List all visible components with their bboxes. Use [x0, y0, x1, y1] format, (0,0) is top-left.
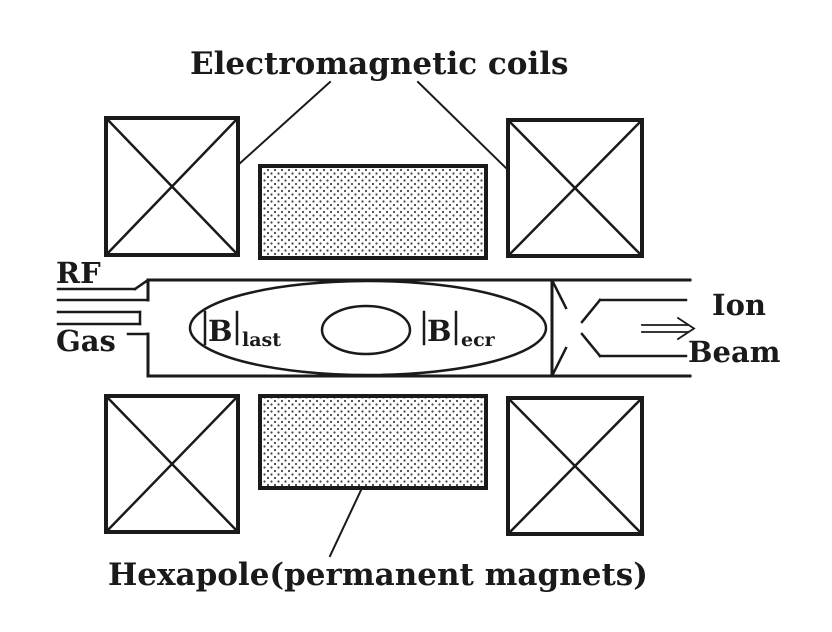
beam-arrow-icon [641, 316, 696, 341]
b-ecr-ellipse [320, 304, 412, 356]
coils-label: Electromagnetic coils [190, 46, 568, 82]
coil-bottom-left [104, 394, 240, 534]
extraction-aperture [550, 278, 568, 378]
gas-label: Gas [56, 324, 116, 358]
gas-inlet [56, 310, 150, 336]
coils-leader-right [416, 80, 510, 172]
b-last-symbol: B [208, 314, 233, 348]
b-last-ellipse [188, 279, 548, 377]
rf-label: RF [56, 256, 101, 290]
beam-label: Beam [688, 335, 781, 369]
coil-top-right [506, 118, 644, 258]
b-ecr-symbol: B [427, 314, 452, 348]
coil-bottom-right [506, 396, 644, 536]
rf-waveguide [56, 278, 150, 302]
hexapole-label: Hexapole(permanent magnets) [108, 557, 648, 593]
b-ecr-label: B ecr [422, 310, 496, 351]
b-last-label: B last [203, 310, 281, 351]
extraction-tube [580, 298, 688, 358]
hexapole-leader [328, 486, 364, 558]
hexapole-magnet-top [258, 164, 488, 260]
coils-leader-left [236, 80, 332, 167]
b-ecr-subscript: ecr [461, 329, 496, 351]
ion-label: Ion [712, 288, 766, 322]
coil-top-left [104, 116, 240, 257]
b-last-subscript: last [242, 329, 281, 351]
plasma-chamber [146, 278, 692, 378]
hexapole-magnet-bottom [258, 394, 488, 490]
